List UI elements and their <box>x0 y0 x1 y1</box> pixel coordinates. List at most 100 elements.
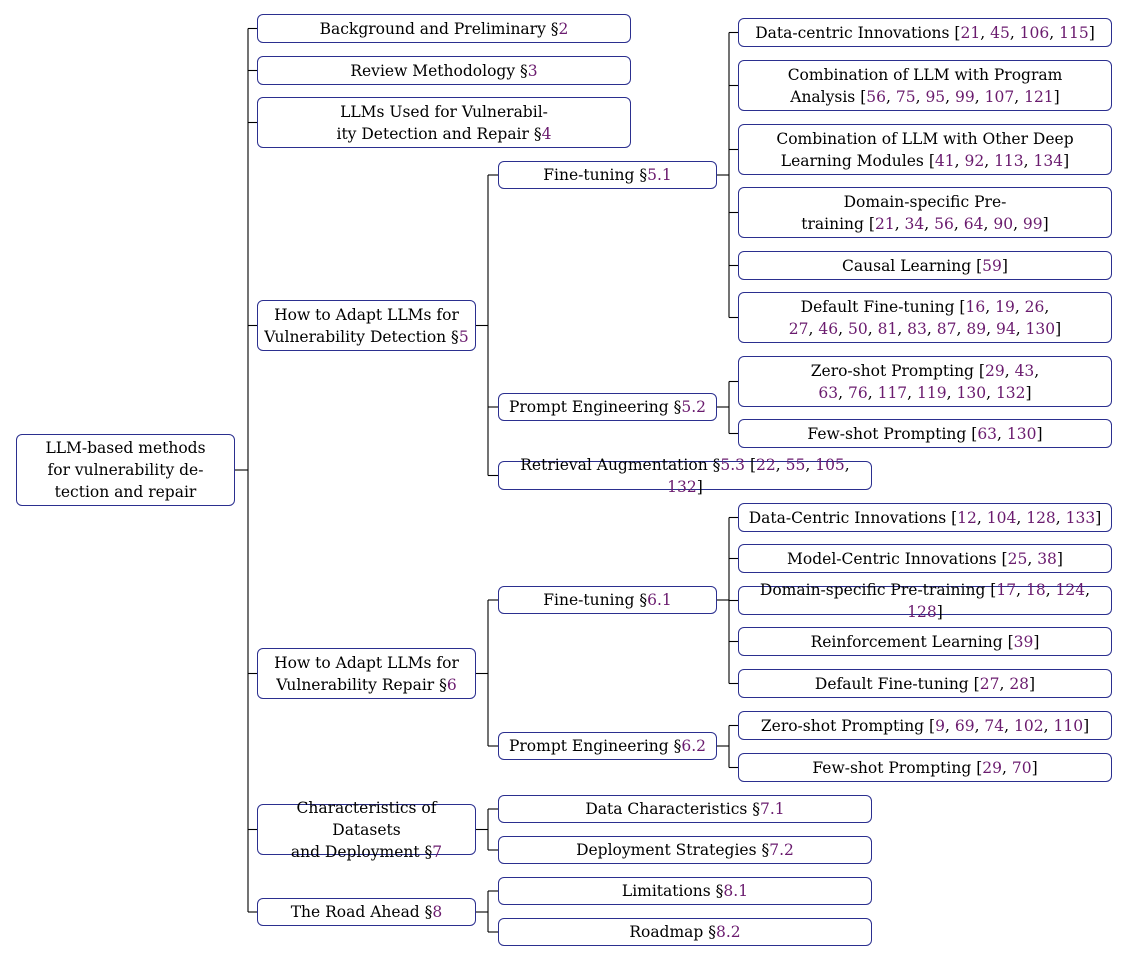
citation-link[interactable]: 46 <box>818 319 839 338</box>
citation-link[interactable]: 128 <box>907 602 937 621</box>
section-number[interactable]: 5 <box>458 327 469 346</box>
citation-link[interactable]: 121 <box>1024 87 1054 106</box>
citation-link[interactable]: 9 <box>935 716 945 735</box>
node-line: Data-centric Innovations [21, 45, 106, 1… <box>755 23 1095 42</box>
citation-link[interactable]: 41 <box>934 151 955 170</box>
citation-link[interactable]: 132 <box>667 477 697 496</box>
citation-link[interactable]: 43 <box>1014 361 1035 380</box>
citation-link[interactable]: 29 <box>984 361 1005 380</box>
citation-link[interactable]: 19 <box>995 297 1015 316</box>
section-number[interactable]: 6.1 <box>647 591 672 609</box>
citation-link[interactable]: 130 <box>1025 319 1056 338</box>
citation-link[interactable]: 34 <box>904 214 925 233</box>
citation-link[interactable]: 104 <box>986 508 1017 527</box>
node-label: Limitations §8.1 <box>622 880 748 902</box>
node-label: LLMs Used for Vulnerabil-ity Detection a… <box>337 101 552 145</box>
node-line: Characteristics of Datasets <box>264 797 469 841</box>
citation-link[interactable]: 94 <box>995 319 1016 338</box>
citation-link[interactable]: 28 <box>1009 674 1030 693</box>
node-label: Few-shot Prompting [29, 70] <box>812 757 1037 779</box>
citation-link[interactable]: 99 <box>955 87 975 106</box>
section-number[interactable]: 8 <box>432 903 443 921</box>
citation-link[interactable]: 75 <box>895 87 916 106</box>
citation-link[interactable]: 29 <box>982 758 1002 777</box>
citation-link[interactable]: 70 <box>1011 758 1032 777</box>
section-number[interactable]: 8.2 <box>716 923 741 941</box>
citation-link[interactable]: 110 <box>1053 716 1084 735</box>
citation-link[interactable]: 128 <box>1026 508 1056 527</box>
section-number[interactable]: 7.1 <box>760 800 785 818</box>
citation-link[interactable]: 95 <box>925 87 946 106</box>
citation-link[interactable]: 56 <box>866 87 886 106</box>
citation-link[interactable]: 63 <box>818 383 839 402</box>
citation-link[interactable]: 124 <box>1055 580 1086 599</box>
citation-link[interactable]: 130 <box>956 383 987 402</box>
section-number[interactable]: 4 <box>541 124 552 143</box>
citation-link[interactable]: 134 <box>1033 151 1064 170</box>
citation-link[interactable]: 16 <box>965 297 986 316</box>
citation-link[interactable]: 83 <box>907 319 927 338</box>
citation-link[interactable]: 69 <box>954 716 975 735</box>
node-n522: Few-shot Prompting [63, 130] <box>738 419 1112 448</box>
section-number[interactable]: 6 <box>446 675 457 694</box>
citation-link[interactable]: 22 <box>756 455 776 474</box>
citation-link[interactable]: 133 <box>1065 508 1096 527</box>
citation-link[interactable]: 21 <box>960 23 981 42</box>
node-label: Reinforcement Learning [39] <box>811 631 1040 653</box>
citation-link[interactable]: 27 <box>788 319 809 338</box>
citation-link[interactable]: 74 <box>984 716 1005 735</box>
node-text: Few-shot Prompting <box>807 424 972 443</box>
citation-link[interactable]: 130 <box>1006 424 1037 443</box>
node-line: Fine-tuning §6.1 <box>543 589 672 611</box>
citation-link[interactable]: 89 <box>966 319 987 338</box>
citation-link[interactable]: 26 <box>1024 297 1045 316</box>
citation-link[interactable]: 106 <box>1019 23 1050 42</box>
citation-link[interactable]: 76 <box>847 383 868 402</box>
citation-link[interactable]: 21 <box>874 214 895 233</box>
node-n53: Retrieval Augmentation §5.3 [22, 55, 105… <box>498 456 872 496</box>
citation-link[interactable]: 59 <box>982 256 1002 275</box>
citation-link[interactable]: 132 <box>995 383 1026 402</box>
citation-link[interactable]: 56 <box>934 214 954 233</box>
citation-link[interactable]: 115 <box>1059 23 1089 42</box>
node-line: Learning Modules [41, 92, 113, 134] <box>780 151 1070 170</box>
section-number[interactable]: 6.2 <box>681 737 707 755</box>
citation-link[interactable]: 99 <box>1022 214 1043 233</box>
node-n61: Fine-tuning §6.1 <box>498 586 717 614</box>
citation-link[interactable]: 25 <box>1007 549 1028 568</box>
citation-link[interactable]: 39 <box>1013 632 1034 651</box>
citation-link[interactable]: 102 <box>1014 716 1044 735</box>
citation-link[interactable]: 64 <box>963 214 984 233</box>
section-number[interactable]: 2 <box>558 19 569 38</box>
citation-link[interactable]: 117 <box>877 383 908 402</box>
citation-link[interactable]: 81 <box>877 319 898 338</box>
citation-link[interactable]: 87 <box>936 319 957 338</box>
citation-link[interactable]: 38 <box>1037 549 1057 568</box>
citation-link[interactable]: 92 <box>964 151 985 170</box>
citation-link[interactable]: 55 <box>785 455 806 474</box>
citation-link[interactable]: 90 <box>993 214 1014 233</box>
citation-link[interactable]: 113 <box>994 151 1024 170</box>
citation-link[interactable]: 63 <box>977 424 998 443</box>
citation-link[interactable]: 105 <box>815 455 845 474</box>
citation-link[interactable]: 119 <box>917 383 947 402</box>
citation-link[interactable]: 45 <box>990 23 1010 42</box>
citation-link[interactable]: 12 <box>957 508 977 527</box>
citation-link[interactable]: 107 <box>984 87 1015 106</box>
section-number[interactable]: 5.1 <box>647 166 672 184</box>
section-number[interactable]: 7.2 <box>769 841 794 859</box>
node-n613: Domain-specific Pre-training [17, 18, 12… <box>738 581 1112 621</box>
node-line: Default Fine-tuning [16, 19, 26, <box>800 297 1050 316</box>
section-number[interactable]: 5.2 <box>681 398 707 416</box>
citation-link[interactable]: 18 <box>1025 580 1046 599</box>
section-number[interactable]: 7 <box>432 842 443 861</box>
node-label: Domain-specific Pre-training [17, 18, 12… <box>745 579 1105 623</box>
section-number[interactable]: 5.3 <box>720 455 746 474</box>
section-number[interactable]: 8.1 <box>723 882 749 900</box>
citation-link[interactable]: 50 <box>847 319 868 338</box>
citation-link[interactable]: 17 <box>996 580 1017 599</box>
section-number[interactable]: 3 <box>527 61 538 80</box>
node-text: LLMs Used for Vulnerabil- <box>340 102 548 121</box>
citation-link[interactable]: 27 <box>979 674 1000 693</box>
